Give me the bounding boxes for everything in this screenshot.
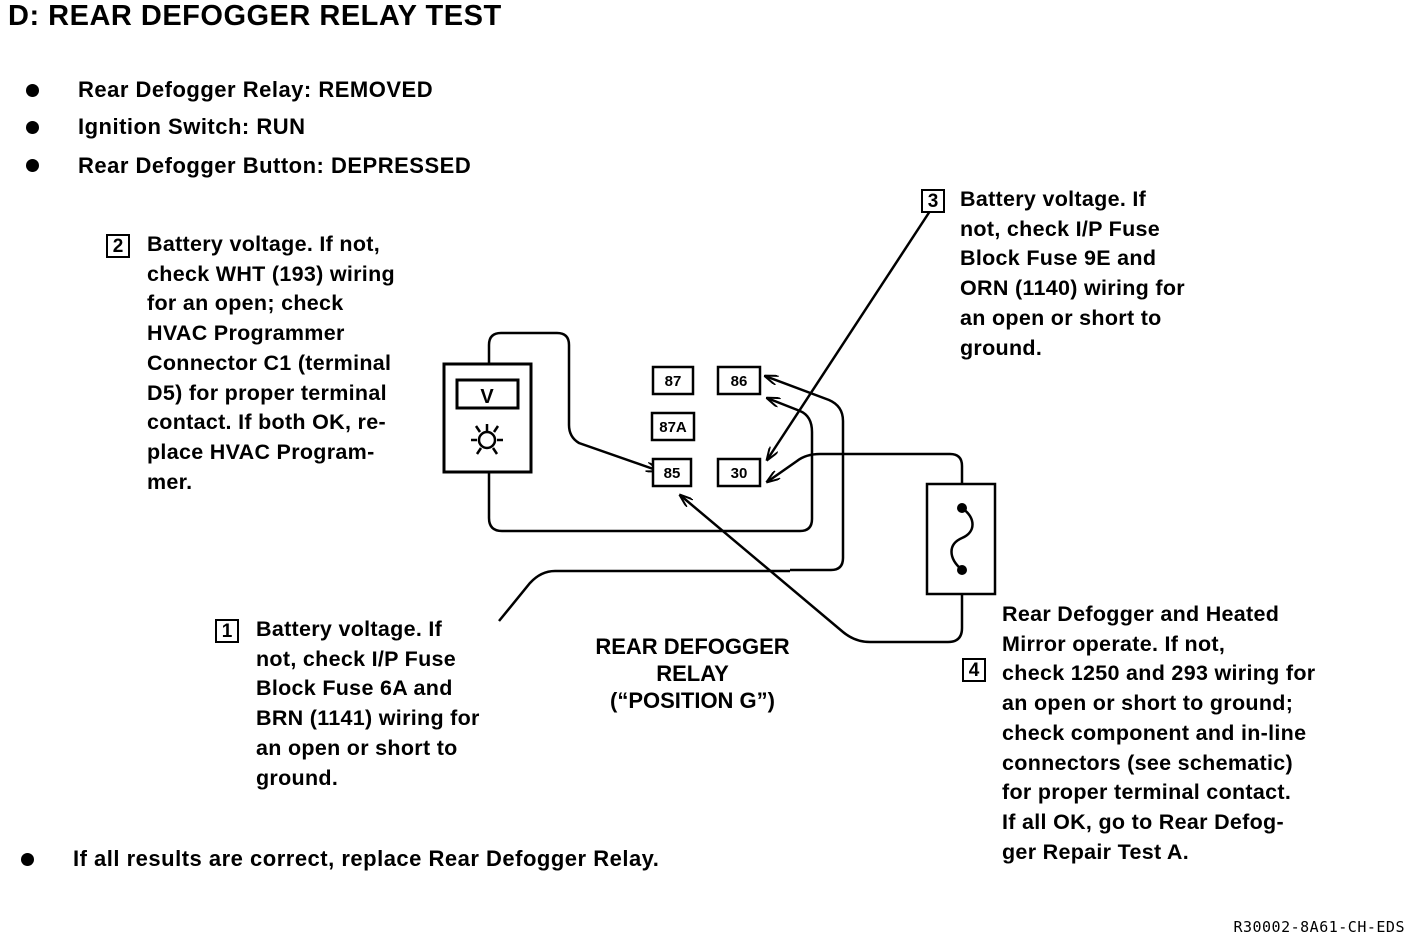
- step-number-4: 4: [962, 658, 986, 682]
- meter-display: [455, 378, 520, 410]
- step-number-2: 2: [106, 234, 130, 258]
- fuse-icon: [925, 482, 997, 596]
- wire-step3-to-30: [767, 207, 934, 460]
- svg-text:85: 85: [664, 465, 681, 482]
- figure-code: R30002-8A61-CH-EDS: [1233, 918, 1405, 936]
- wire-fuse-to-30: [767, 452, 964, 484]
- test-meter: V: [442, 362, 533, 474]
- svg-text:30: 30: [731, 465, 748, 482]
- step-number-1: 1: [215, 619, 239, 643]
- terminal-86: 86: [716, 365, 762, 396]
- meter-lead-to-85: [487, 331, 659, 471]
- meter-lead-to-86: [487, 398, 814, 533]
- bullet-dot: [26, 84, 39, 97]
- step-2-note: Battery voltage. If not, check WHT (193)…: [147, 232, 395, 494]
- bullet-dot: [26, 121, 39, 134]
- wire-fuse-to-85: [680, 495, 964, 644]
- wire-to-86: [765, 376, 845, 572]
- terminal-87: 87: [651, 365, 695, 396]
- relay-label: REAR DEFOGGER RELAY (“POSITION G”): [595, 634, 790, 713]
- condition-button: Rear Defogger Button: DEPRESSED: [78, 153, 472, 178]
- terminal-85: 85: [651, 457, 693, 488]
- step-3-note: Battery voltage. If not, check I/P Fuse …: [960, 187, 1185, 360]
- condition-relay: Rear Defogger Relay: REMOVED: [78, 77, 434, 102]
- lamp-icon: [471, 424, 503, 455]
- step-4-note: Rear Defogger and Heated Mirror operate.…: [1002, 602, 1316, 864]
- svg-text:87: 87: [665, 373, 682, 390]
- page-title: D: REAR DEFOGGER RELAY TEST: [8, 0, 502, 32]
- wire-leader-1: [498, 569, 790, 622]
- terminal-30: 30: [716, 457, 762, 488]
- bullet-dot: [21, 853, 34, 866]
- meter-display-text: V: [480, 386, 494, 408]
- svg-text:86: 86: [731, 373, 748, 390]
- terminal-87a: 87A: [650, 411, 696, 442]
- condition-ignition: Ignition Switch: RUN: [78, 114, 306, 139]
- final-instruction: If all results are correct, replace Rear…: [73, 846, 660, 871]
- svg-text:87A: 87A: [659, 419, 687, 436]
- step-number-3: 3: [921, 189, 945, 213]
- bullet-dot: [26, 159, 39, 172]
- step-1-note: Battery voltage. If not, check I/P Fuse …: [256, 617, 480, 790]
